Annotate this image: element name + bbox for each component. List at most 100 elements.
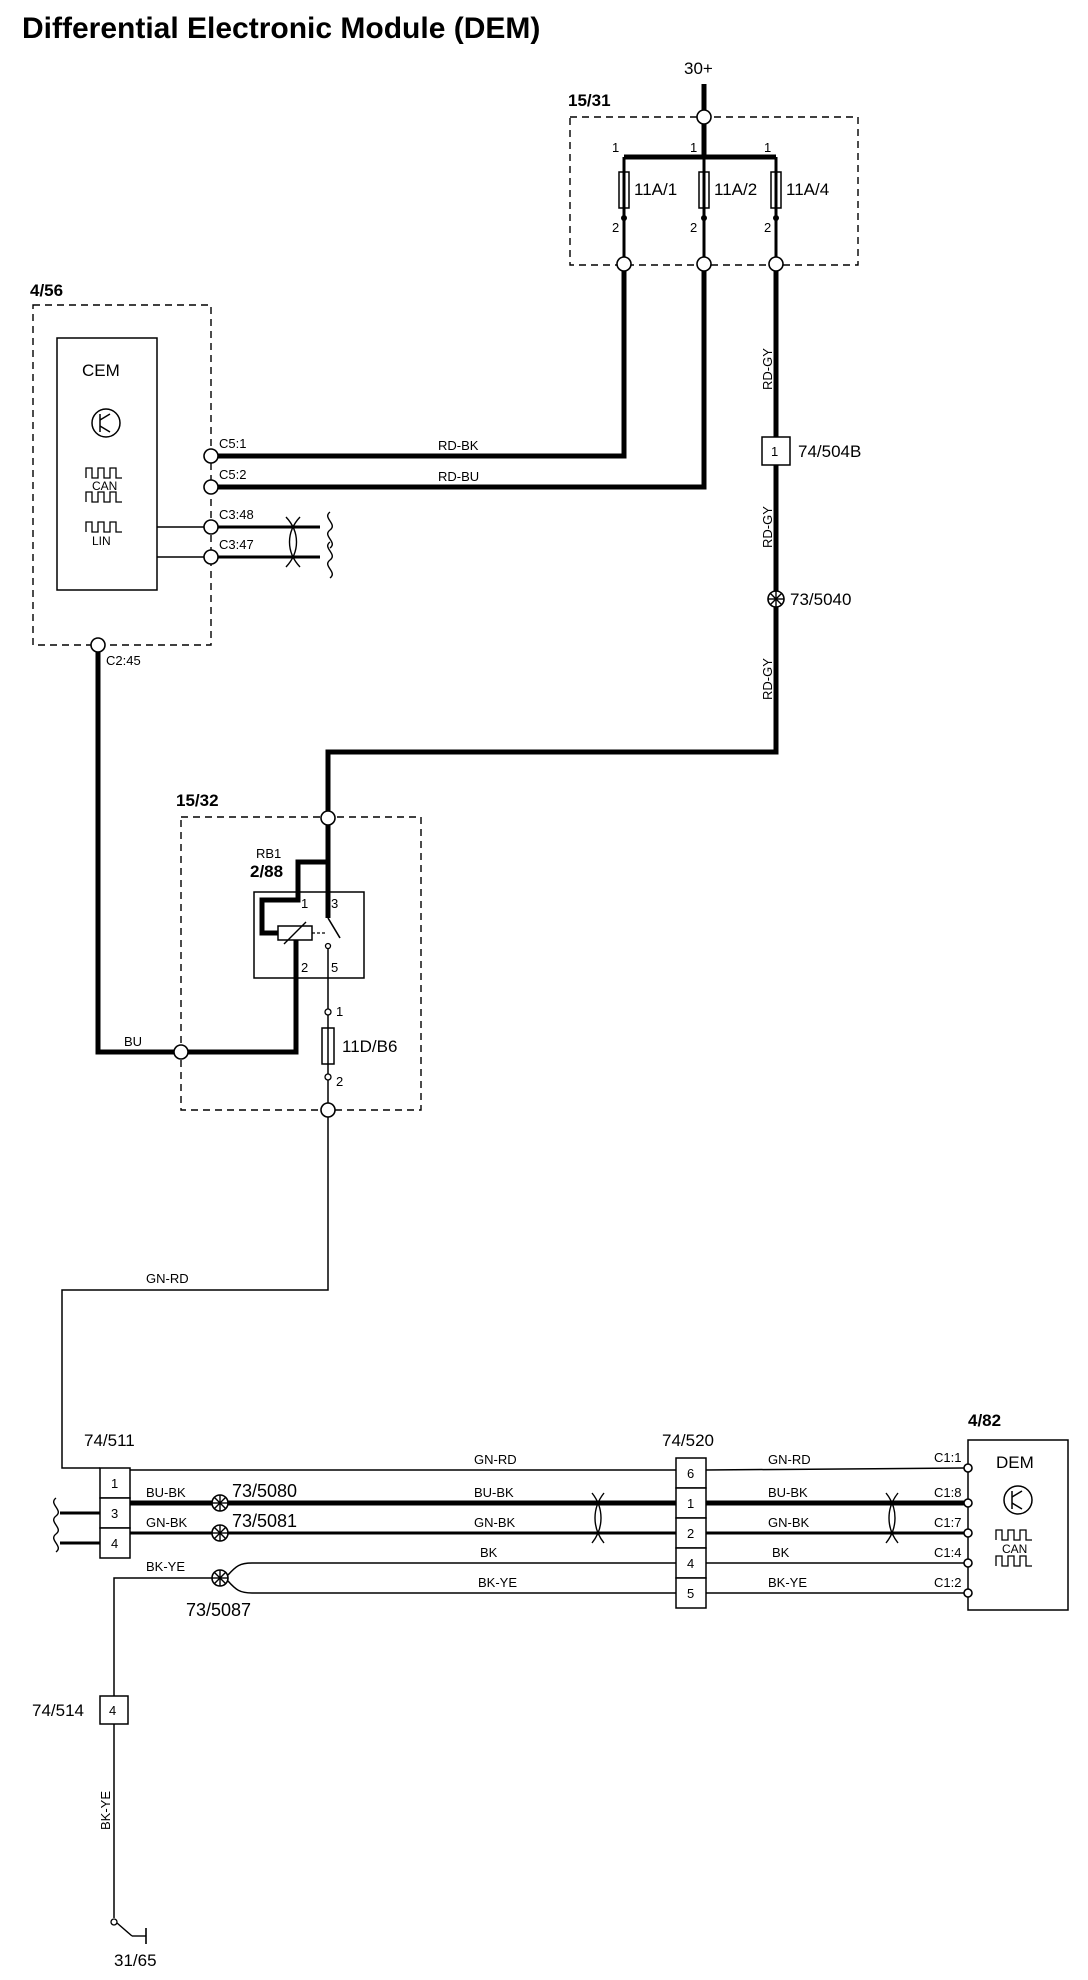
relay-pin-1: 1 bbox=[301, 896, 308, 911]
connector-74-520-pin-5: 5 bbox=[687, 1586, 694, 1601]
connector-74-511-pin-4: 4 bbox=[111, 1536, 118, 1551]
connector-74-511-pin-3: 3 bbox=[111, 1506, 118, 1521]
cem-pin-c3-48-label: C3:48 bbox=[219, 507, 254, 522]
supply-label: 30+ bbox=[684, 59, 713, 78]
dem-module bbox=[967, 1439, 1069, 1611]
wire-511-520-gnbk-label-b: GN-BK bbox=[474, 1515, 516, 1530]
svg-text:2: 2 bbox=[690, 220, 697, 235]
wire-520-dem-bk-label: BK bbox=[772, 1545, 790, 1560]
relay-pin-3: 3 bbox=[331, 896, 338, 911]
relay-pin-2: 2 bbox=[301, 960, 308, 975]
splice-73-5087-label: 73/5087 bbox=[186, 1600, 251, 1620]
cem-can-label: CAN bbox=[92, 479, 117, 493]
svg-text:2: 2 bbox=[336, 1074, 343, 1089]
dem-can-label: CAN bbox=[1002, 1542, 1027, 1556]
fusebox-out-node-2 bbox=[696, 256, 712, 272]
wire-520-dem-gnbk-label: GN-BK bbox=[768, 1515, 810, 1530]
svg-text:1: 1 bbox=[612, 140, 619, 155]
wire-5087-514-label: BK-YE bbox=[146, 1559, 185, 1574]
wire-fuse1-cem-label: RD-BK bbox=[438, 438, 479, 453]
wire-5087-520-bkye bbox=[227, 1580, 676, 1594]
wire-511-520-bubk-label-b: BU-BK bbox=[474, 1485, 514, 1500]
wire-relay-511-label: GN-RD bbox=[146, 1271, 189, 1286]
wire-511-520-gnrd-label: GN-RD bbox=[474, 1452, 517, 1467]
splice-73-5087 bbox=[211, 1569, 229, 1587]
fusebox-boundary bbox=[569, 116, 859, 266]
wire-5087-520-bk bbox=[227, 1562, 676, 1576]
wire-relay-coil-feed bbox=[259, 859, 328, 936]
wire-rdgy-c bbox=[325, 607, 779, 812]
cem-module bbox=[56, 337, 158, 591]
cem-pin-c5-1-label: C5:1 bbox=[219, 436, 246, 451]
connector-74-520-pin-4: 4 bbox=[687, 1556, 694, 1571]
connector-74-511-pin-1: 1 bbox=[111, 1476, 118, 1491]
svg-text:1: 1 bbox=[336, 1004, 343, 1019]
dem-can-icon bbox=[995, 1529, 1032, 1567]
dem-name: DEM bbox=[996, 1453, 1034, 1472]
svg-text:1: 1 bbox=[690, 140, 697, 155]
dem-transistor-icon bbox=[1003, 1485, 1033, 1515]
cem-pin-c3-48 bbox=[203, 519, 219, 535]
fuse-11a-4: 1 2 11A/4 bbox=[764, 140, 829, 258]
can-twist-right bbox=[885, 1492, 899, 1544]
dem-pin-c1-4-label: C1:4 bbox=[934, 1545, 961, 1560]
cem-lin-icon bbox=[85, 521, 122, 533]
connector-74-511-ref: 74/511 bbox=[84, 1431, 135, 1450]
ground-symbol bbox=[110, 1918, 147, 1944]
wire-5087-514 bbox=[113, 1577, 212, 1696]
fusebox-ref: 15/31 bbox=[568, 91, 611, 110]
relay-pin-5: 5 bbox=[331, 960, 338, 975]
cem-pin-c5-2 bbox=[203, 479, 219, 495]
cem-ref: 4/56 bbox=[30, 281, 63, 300]
wire-rdgy-a-label: RD-GY bbox=[760, 348, 775, 390]
relaybox-in-node bbox=[320, 810, 336, 826]
svg-text:2: 2 bbox=[764, 220, 771, 235]
connector-74-520 bbox=[675, 1457, 707, 1609]
cem-pin-c3-47 bbox=[203, 549, 219, 565]
can-twist-left bbox=[591, 1492, 605, 1544]
connector-74-511 bbox=[99, 1467, 131, 1559]
dem-pin-c1-2-label: C1:2 bbox=[934, 1575, 961, 1590]
cem-pin-c3-47-label: C3:47 bbox=[219, 537, 254, 552]
fuse-11a-1: 1 2 11A/1 bbox=[612, 140, 677, 258]
connector-74-514-ref: 74/514 bbox=[32, 1701, 84, 1720]
cem-lin-label: LIN bbox=[92, 534, 111, 548]
relay-ref: 2/88 bbox=[250, 862, 283, 881]
cem-pin-c2-45 bbox=[90, 637, 106, 653]
svg-text:11A/4: 11A/4 bbox=[786, 180, 829, 199]
relaybox-out-node bbox=[320, 1102, 336, 1118]
connector-74-520-pin-6: 6 bbox=[687, 1466, 694, 1481]
wire-rdgy-b-label: RD-GY bbox=[760, 506, 775, 548]
relay-label: RB1 bbox=[256, 846, 281, 861]
fusebox-supply-node bbox=[696, 109, 712, 125]
wire-relay-511 bbox=[61, 1117, 329, 1469]
ground-label: 31/65 bbox=[114, 1951, 157, 1970]
relay-switch bbox=[324, 917, 341, 978]
connector-74-504b-ref: 74/504B bbox=[798, 442, 861, 461]
splice-73-5040 bbox=[767, 590, 785, 608]
dem-pins bbox=[963, 1463, 973, 1598]
svg-text:2: 2 bbox=[612, 220, 619, 235]
cem-transistor-icon bbox=[91, 408, 121, 438]
connector-74-504b-pin: 1 bbox=[771, 444, 778, 459]
connector-74-520-pin-1: 1 bbox=[687, 1496, 694, 1511]
cem-name: CEM bbox=[82, 361, 120, 380]
cem-pin-c2-45-label: C2:45 bbox=[106, 653, 141, 668]
wire-fuse1-cem bbox=[218, 271, 627, 459]
lin-twisted-pair bbox=[218, 511, 333, 579]
relay-coil bbox=[277, 921, 326, 945]
splice-73-5040-label: 73/5040 bbox=[790, 590, 851, 609]
splice-73-5081 bbox=[211, 1524, 229, 1542]
fusebox-out-node-1 bbox=[616, 256, 632, 272]
wire-511-520-bubk-label-a: BU-BK bbox=[146, 1485, 186, 1500]
wire-cem-relay bbox=[95, 652, 174, 1055]
fusebox-out-node-3 bbox=[768, 256, 784, 272]
cem-pin-c5-1 bbox=[203, 448, 219, 464]
wire-520-dem-gnrd-label: GN-RD bbox=[768, 1452, 811, 1467]
wire-fuse2-cem-label: RD-BU bbox=[438, 469, 479, 484]
wire-fuse2-cem bbox=[218, 271, 707, 490]
cem-pin-c5-2-label: C5:2 bbox=[219, 467, 246, 482]
dem-ref: 4/82 bbox=[968, 1411, 1001, 1430]
wire-relay-coil-out bbox=[188, 940, 299, 1055]
